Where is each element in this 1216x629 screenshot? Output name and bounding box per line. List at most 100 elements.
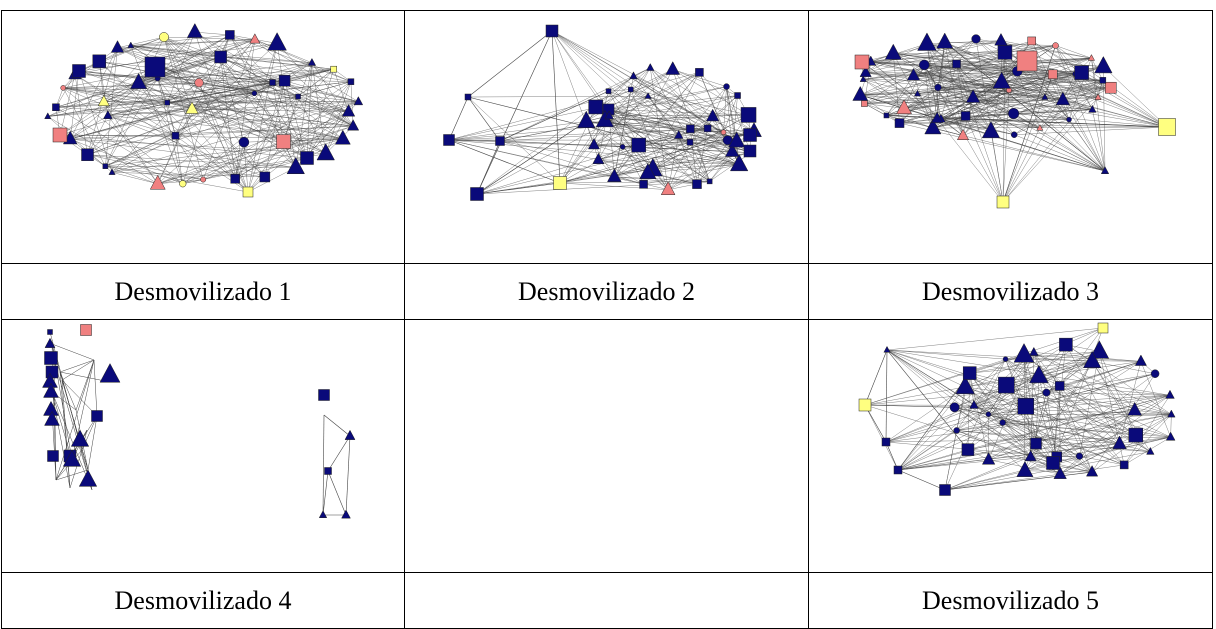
- edge: [1092, 361, 1155, 373]
- triangle-node: [100, 364, 120, 383]
- edge: [105, 166, 248, 192]
- circle-node: [1151, 370, 1159, 378]
- edge: [864, 104, 886, 116]
- edge: [164, 37, 248, 192]
- square-node: [270, 80, 276, 86]
- caption-cell-3: Desmovilizado 3: [809, 264, 1213, 320]
- nodes: [43, 325, 356, 519]
- square-node: [301, 152, 314, 165]
- edge: [328, 471, 346, 515]
- circle-node: [620, 144, 625, 149]
- edge: [94, 360, 97, 416]
- network-graph-2: [405, 11, 808, 263]
- edge: [552, 31, 609, 109]
- square-node: [1129, 428, 1143, 442]
- network-cell-empty: [405, 320, 809, 573]
- network-cell-5: [809, 320, 1213, 573]
- circle-node: [950, 403, 959, 412]
- square-node: [695, 68, 703, 76]
- square-node: [1100, 77, 1106, 83]
- square-node: [325, 468, 332, 475]
- edge: [1003, 128, 1040, 202]
- square-node: [861, 101, 867, 107]
- square-node: [348, 79, 354, 85]
- square-node: [628, 87, 633, 92]
- circle-node: [954, 427, 960, 433]
- triangle-node: [885, 44, 901, 59]
- square-node: [953, 60, 961, 68]
- square-node: [554, 177, 567, 190]
- square-node: [331, 66, 337, 72]
- circle-node: [239, 137, 249, 147]
- triangle-node: [1017, 461, 1033, 476]
- square-node: [215, 51, 227, 63]
- square-node: [260, 172, 270, 182]
- square-node: [93, 55, 106, 68]
- edge: [886, 437, 1171, 442]
- square-node: [103, 164, 108, 169]
- circle-node: [159, 32, 168, 41]
- triangle-node: [1095, 57, 1113, 73]
- square-node: [1075, 66, 1089, 80]
- circle-node: [1000, 420, 1006, 426]
- triangle-node: [319, 511, 327, 518]
- square-node: [165, 100, 170, 105]
- square-node: [48, 451, 59, 462]
- caption-1: Desmovilizado 1: [115, 277, 292, 306]
- square-node: [1098, 323, 1108, 333]
- square-node: [465, 94, 471, 100]
- circle-node: [1053, 43, 1059, 49]
- triangle-node: [79, 470, 97, 486]
- square-node: [1018, 398, 1034, 414]
- circle-node: [724, 84, 730, 90]
- triangle-node: [918, 33, 937, 51]
- circle-node: [1076, 453, 1083, 460]
- triangle-node: [71, 430, 89, 446]
- circle-node: [1043, 389, 1050, 396]
- square-node: [640, 180, 648, 188]
- square-node: [172, 132, 179, 139]
- triangle-node: [666, 62, 680, 75]
- square-node: [632, 138, 646, 152]
- edge: [673, 70, 738, 96]
- edge: [1063, 100, 1167, 127]
- square-node: [744, 129, 757, 142]
- circle-node: [1067, 117, 1072, 122]
- edge: [887, 350, 968, 450]
- circle-node: [986, 412, 991, 417]
- edge: [1024, 355, 1136, 435]
- square-node: [52, 104, 59, 111]
- square-node: [48, 330, 53, 335]
- edges: [50, 332, 350, 515]
- caption-cell-2: Desmovilizado 2: [405, 264, 809, 320]
- triangle-node: [111, 41, 124, 53]
- square-node: [1028, 37, 1036, 45]
- square-node: [1031, 438, 1042, 449]
- square-node: [231, 174, 240, 183]
- triangle-node: [250, 34, 260, 43]
- edge: [1057, 457, 1092, 472]
- network-graph-1: [2, 11, 404, 263]
- circle-node: [1008, 108, 1019, 119]
- square-node: [884, 113, 889, 118]
- square-node: [82, 149, 94, 161]
- triangle-node: [128, 42, 134, 48]
- triangle-node: [342, 510, 351, 518]
- edge: [62, 360, 94, 380]
- edge: [468, 31, 552, 97]
- edge: [48, 116, 158, 183]
- triangle-node: [1166, 390, 1175, 398]
- circle-node: [1003, 357, 1008, 362]
- edge: [328, 436, 350, 471]
- square-node: [279, 75, 290, 86]
- edge: [609, 89, 631, 91]
- edge: [108, 63, 312, 116]
- square-node: [998, 45, 1012, 59]
- network-cell-3: [809, 11, 1213, 264]
- square-node: [471, 188, 484, 201]
- caption-cell-4: Desmovilizado 4: [2, 573, 405, 629]
- circle-node: [721, 130, 726, 135]
- square-node: [894, 466, 902, 474]
- square-node: [997, 196, 1009, 208]
- square-node: [961, 111, 970, 120]
